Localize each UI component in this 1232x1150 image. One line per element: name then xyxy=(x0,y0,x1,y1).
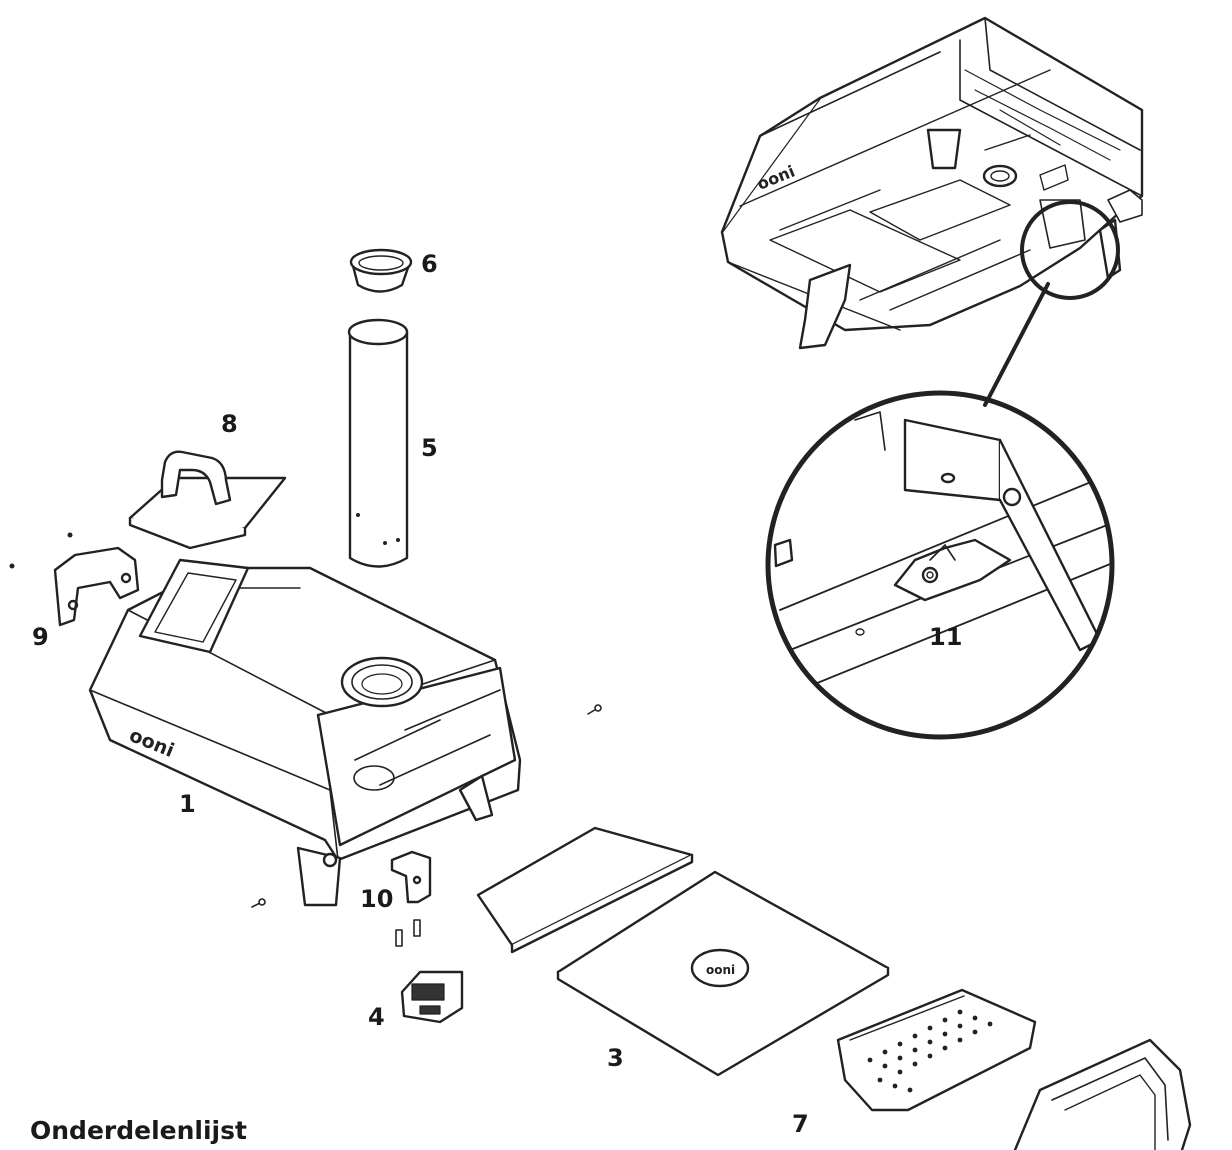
stone-board-back xyxy=(476,826,694,954)
part-label-3: 3 xyxy=(607,1044,624,1072)
callout-small-circle xyxy=(1020,200,1120,300)
stone-logo: ooni xyxy=(706,963,735,977)
fuel-tray xyxy=(836,988,1037,1112)
baking-stone: ooni xyxy=(556,870,890,1077)
chimney-cap xyxy=(349,248,413,293)
thermometer xyxy=(400,970,464,1024)
part-label-10: 10 xyxy=(360,885,394,913)
mounting-bracket xyxy=(390,850,432,947)
parts-list-heading: Onderdelenlijst xyxy=(30,1116,247,1145)
part-label-9: 9 xyxy=(32,623,49,651)
part-label-4: 4 xyxy=(368,1003,385,1031)
part-label-6: 6 xyxy=(421,250,438,278)
screws xyxy=(251,704,602,908)
part-label-5: 5 xyxy=(421,434,438,462)
oven-door xyxy=(128,450,287,550)
burner-frame xyxy=(1013,1038,1192,1150)
callout-line xyxy=(983,282,1050,407)
oven-underside-view: ooni xyxy=(720,16,1144,350)
part-label-8: 8 xyxy=(221,410,238,438)
detail-circle-view xyxy=(765,390,1115,740)
door-bracket xyxy=(9,532,140,627)
part-label-11: 11 xyxy=(929,623,963,651)
part-label-1: 1 xyxy=(179,790,196,818)
oven-body: ooni xyxy=(88,558,522,907)
chimney-tube xyxy=(347,318,409,568)
part-label-7: 7 xyxy=(792,1110,809,1138)
